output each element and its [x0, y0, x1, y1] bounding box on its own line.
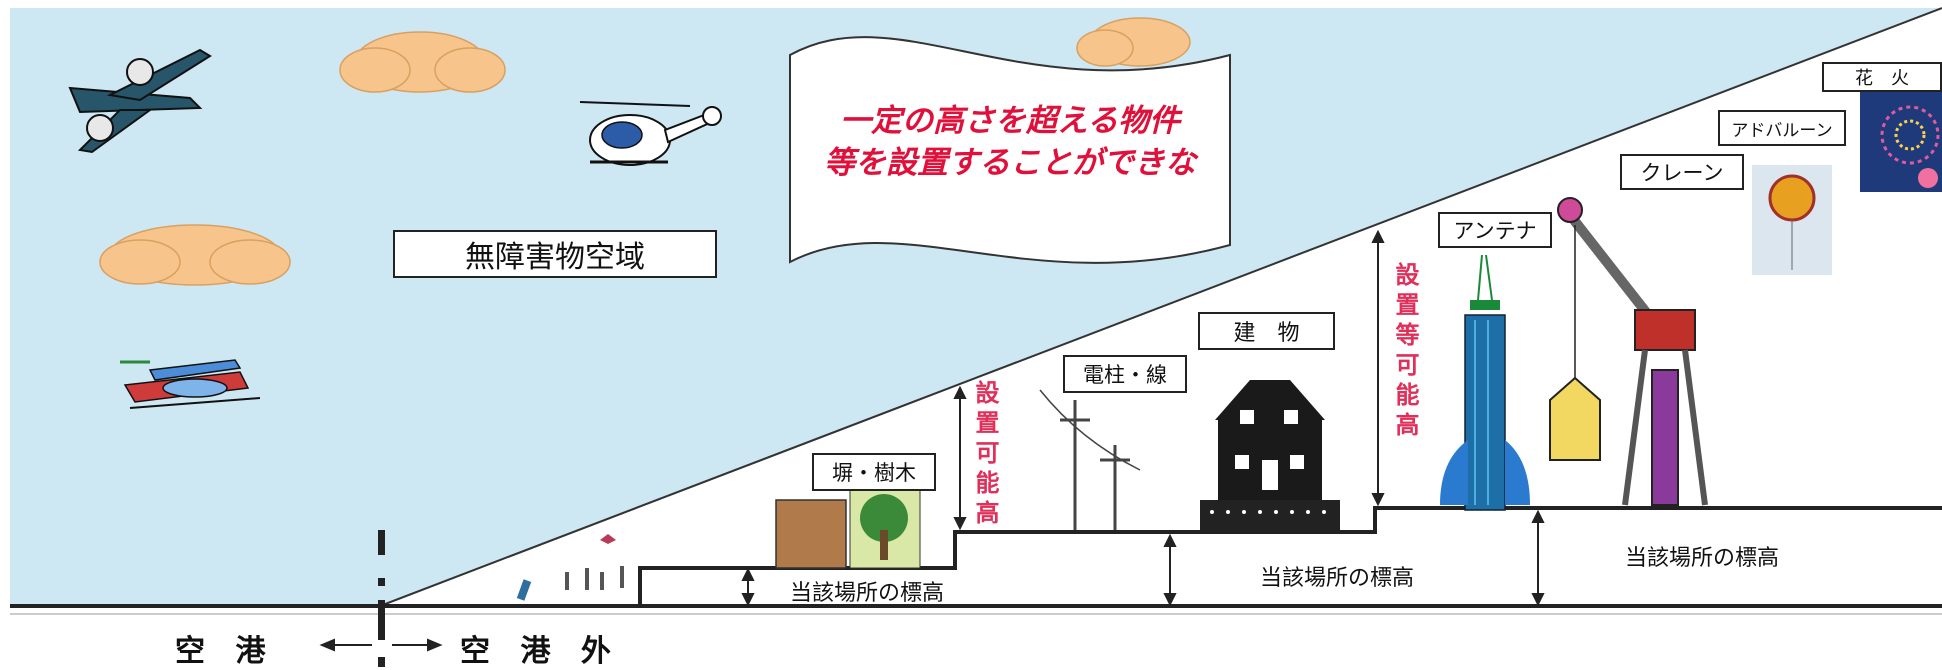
notice-banner	[789, 36, 1231, 264]
airport-label: 空 港	[175, 634, 276, 669]
ad-balloon-label: アドバルーン	[1718, 110, 1846, 146]
airplane-icon	[68, 48, 212, 154]
building-label: 建 物	[1198, 312, 1335, 350]
cloud-icon	[339, 31, 506, 93]
banner-line-2: 等を設置することができな	[824, 145, 1196, 181]
people-icon	[516, 534, 624, 601]
airport-boundary-marker	[378, 530, 385, 667]
wall-trees-label: 塀・樹木	[812, 453, 936, 491]
allowable-height-arrow	[953, 385, 967, 531]
utility-pole-icon	[1039, 389, 1141, 530]
cloud-icon	[99, 224, 291, 286]
wall-icon	[775, 499, 847, 569]
allowable-height-arrow	[1371, 229, 1385, 507]
allowed-height-label-2: 設置等可能高	[1391, 262, 1419, 442]
elevation-arrow	[1163, 533, 1177, 607]
antenna-label: アンテナ	[1438, 212, 1552, 248]
obstacle-limit-slope	[379, 7, 1942, 607]
airspace-label: 無障害物空域	[393, 230, 717, 278]
seaplane-icon	[120, 359, 261, 409]
direction-arrows	[319, 638, 443, 652]
cloud-icon	[1076, 17, 1191, 67]
elevation-arrow	[1531, 509, 1545, 607]
elevation-arrow	[741, 567, 755, 607]
crane-label: クレーン	[1620, 154, 1744, 190]
elevation-label-3: 当該場所の標高	[1625, 546, 1780, 571]
fireworks-label: 花 火	[1822, 62, 1942, 92]
elevation-label-2: 当該場所の標高	[1260, 566, 1415, 591]
banner-text: 一定の高さを超える物件 等を設置することができな	[800, 100, 1220, 184]
pole-line-label: 電柱・線	[1063, 355, 1187, 393]
allowed-height-label-1: 設置可能高	[971, 380, 999, 530]
fireworks-icon	[1860, 92, 1942, 192]
outside-airport-label: 空 港 外	[460, 634, 621, 669]
helicopter-icon	[579, 101, 722, 166]
terrain-steps	[638, 506, 1942, 606]
tree-icon	[849, 487, 921, 569]
banner-line-1: 一定の高さを超える物件	[839, 103, 1181, 139]
crane-icon	[1549, 197, 1708, 506]
house-icon	[1200, 380, 1340, 532]
elevation-label-1: 当該場所の標高	[790, 581, 945, 606]
antenna-tower-icon	[1440, 254, 1530, 511]
balloon-icon	[1752, 165, 1832, 275]
